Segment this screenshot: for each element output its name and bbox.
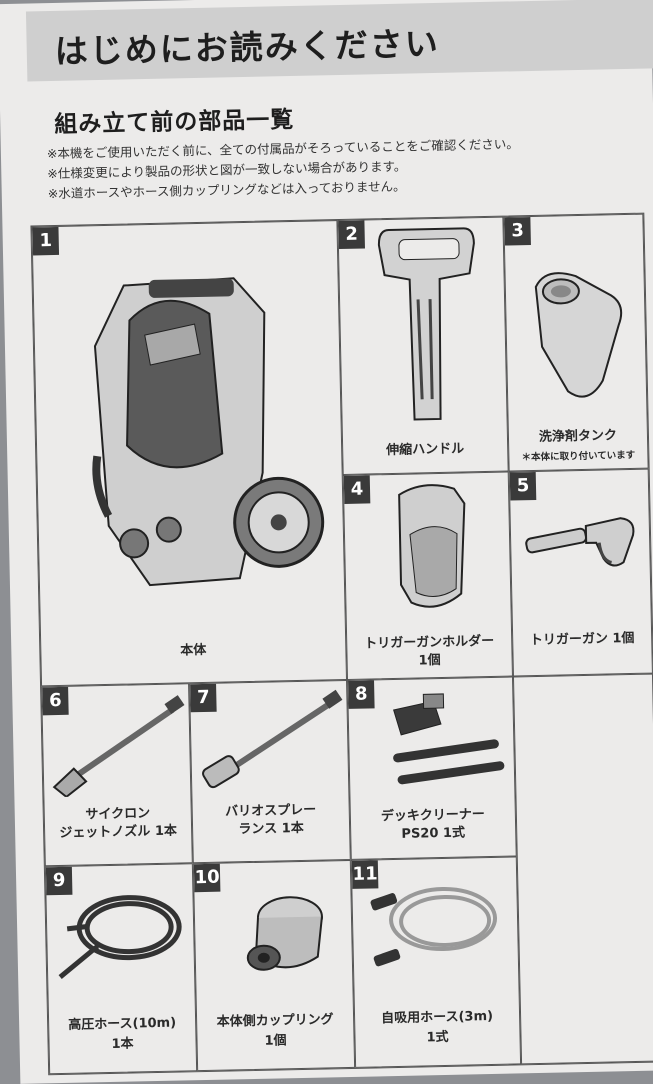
part-quantity: 1式 (426, 1029, 449, 1046)
page-title: はじめにお読みください (54, 23, 441, 71)
part-cell-cyclone-nozzle: 6 サイクロン ジェットノズル 1本 (41, 683, 193, 867)
part-cell-telescopic-handle: 2 伸縮ハンドル (337, 216, 509, 476)
part-label: 洗浄剤タンク (538, 428, 618, 445)
section-title: 組み立て前の部品一覧 (54, 106, 295, 138)
parts-grid: 1 本体 2 伸縮ハンド (30, 212, 653, 1076)
high-pressure-hose-illustration (58, 895, 182, 979)
part-quantity: 1個 (264, 1033, 287, 1049)
coupling-illustration (246, 896, 323, 971)
tank-illustration (534, 272, 623, 398)
part-cell-main-unit: 1 本体 (31, 220, 348, 687)
part-label: 高圧ホース(10m) (68, 1015, 177, 1033)
handle-illustration (377, 227, 475, 421)
suction-hose-illustration (370, 886, 498, 967)
part-quantity: ランス 1本 (238, 820, 304, 838)
part-quantity: 1個 (418, 652, 441, 669)
part-cell-deck-cleaner: 8 デッキクリーナー PS20 1式 (347, 676, 517, 860)
part-label: トリガーガン 1個 (529, 630, 635, 649)
part-quantity: ジェットノズル 1本 (59, 823, 178, 842)
deck-cleaner-illustration (393, 693, 505, 785)
main-unit-illustration (92, 277, 325, 587)
empty-cell (512, 673, 653, 1065)
trigger-gun-illustration (525, 517, 635, 567)
part-cell-gun-holder: 4 トリガーガンホルダー 1個 (342, 471, 513, 680)
spray-lance-illustration (202, 689, 343, 789)
part-cell-trigger-gun: 5 トリガーガン 1個 (508, 468, 653, 677)
part-cell-spray-lance: 7 バリオスプレー ランス 1本 (189, 679, 351, 864)
cyclone-nozzle-illustration (52, 695, 185, 798)
header-banner: はじめにお読みください (25, 0, 653, 82)
part-quantity: 1本 (111, 1036, 134, 1052)
part-cell-detergent-tank: 3 洗浄剤タンク ＊本体に取り付いています (503, 213, 649, 472)
part-note: ＊本体に取り付いています (521, 449, 636, 464)
part-label: 本体側カップリング (216, 1012, 334, 1030)
gun-holder-illustration (398, 484, 466, 608)
part-quantity: PS20 1式 (401, 825, 466, 842)
part-cell-high-pressure-hose: 9 高圧ホース(10m) 1本 (44, 863, 198, 1075)
part-cell-body-coupling: 10 本体側カップリング 1個 (192, 859, 356, 1072)
part-label: 伸縮ハンドル (386, 441, 465, 459)
part-label: 自吸用ホース(3m) (381, 1008, 494, 1027)
part-cell-suction-hose: 11 自吸用ホース(3m) 1式 (350, 856, 522, 1068)
